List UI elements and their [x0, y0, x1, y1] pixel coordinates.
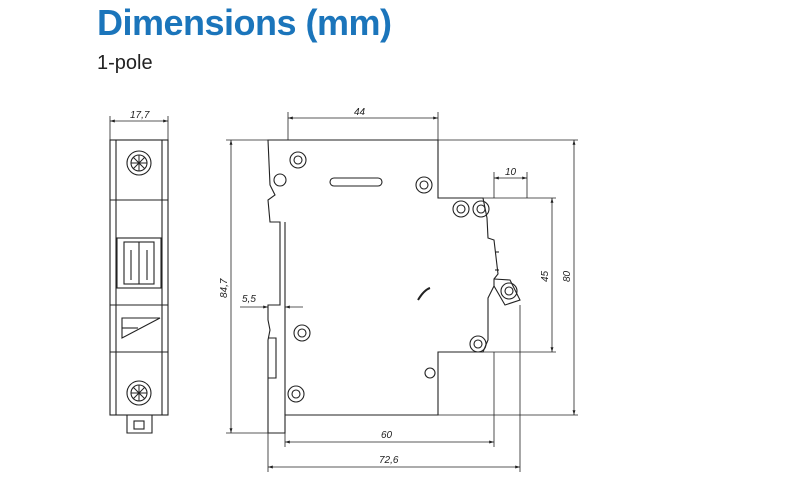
dim-label-full-height: 80 [562, 270, 573, 282]
dim-label-side-top-width: 44 [354, 107, 366, 118]
side-view [267, 139, 521, 434]
page-subtitle: 1-pole [97, 52, 153, 74]
dim-label-total-height: 84,7 [219, 278, 230, 298]
dim-label-front-width: 17,7 [130, 110, 150, 121]
dim-label-rail-offset: 5,5 [242, 294, 256, 305]
page-title: Dimensions (mm) [97, 2, 392, 43]
dim-label-overall-width: 72,6 [379, 455, 399, 466]
dim-label-right-offset: 10 [505, 167, 517, 178]
dim-front-width [109, 116, 169, 140]
dim-label-mid-height: 45 [540, 270, 551, 282]
side-dimension-lines [226, 112, 578, 472]
front-view [109, 139, 169, 434]
dim-label-bottom-width: 60 [381, 430, 393, 441]
